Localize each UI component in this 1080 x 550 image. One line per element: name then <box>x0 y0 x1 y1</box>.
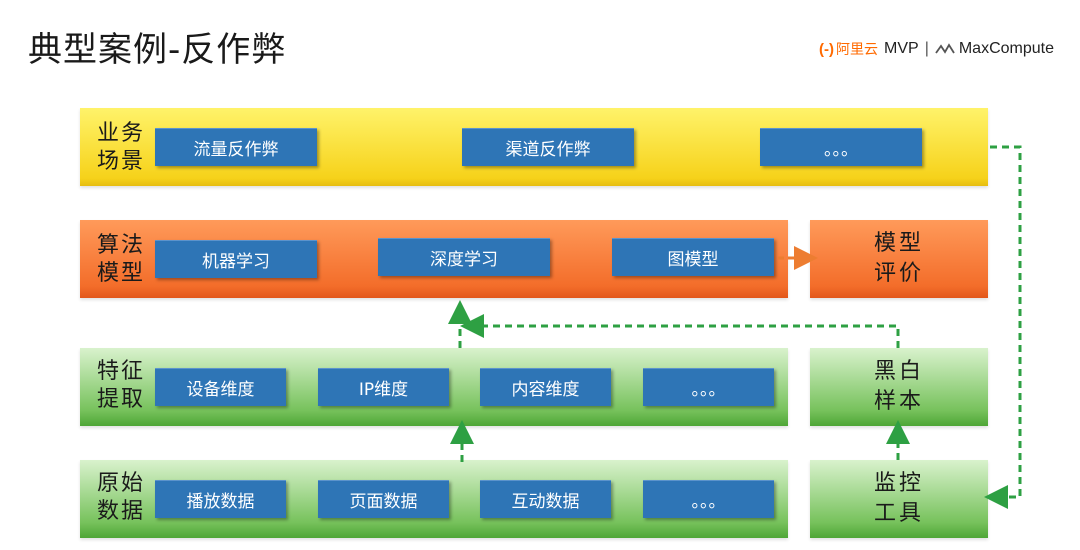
feature-more-box: 。。。 <box>643 368 774 406</box>
arrow-business-to-monitor <box>984 145 1022 509</box>
brand-separator: | <box>924 40 929 57</box>
aliyun-logo-icon: (-) <box>819 40 835 58</box>
machine-learning-box: 机器学习 <box>155 240 317 278</box>
black-white-samples-box: 黑白 样本 <box>810 348 988 426</box>
algorithm-models-label: 算法 模型 <box>97 233 146 286</box>
playback-data-box: 播放数据 <box>155 480 286 518</box>
raw-more-box: 。。。 <box>643 480 774 518</box>
brand-product: MaxCompute <box>958 40 1054 57</box>
brand-mvp: MVP <box>884 40 919 57</box>
maxcompute-icon <box>935 42 955 56</box>
monitoring-tools-box: 监控 工具 <box>810 460 988 538</box>
content-dimension-box: 内容维度 <box>480 368 611 406</box>
ip-dimension-box: IP维度 <box>318 368 449 406</box>
business-scenarios-label: 业务 场景 <box>97 121 146 174</box>
feature-extraction-label: 特征 提取 <box>97 359 146 412</box>
page-title: 典型案例-反作弊 <box>28 30 287 70</box>
arrow-samples-to-algorithm <box>460 314 900 348</box>
traffic-anti-fraud-box: 流量反作弊 <box>155 128 317 166</box>
model-evaluation-box: 模型 评价 <box>810 220 988 298</box>
brand-aliyun: 阿里云 <box>836 41 879 57</box>
device-dimension-box: 设备维度 <box>155 368 286 406</box>
interaction-data-box: 互动数据 <box>480 480 611 518</box>
graph-model-box: 图模型 <box>612 238 774 276</box>
channel-anti-fraud-box: 渠道反作弊 <box>462 128 634 166</box>
deep-learning-box: 深度学习 <box>378 238 550 276</box>
brand-logo: (-) 阿里云 MVP | MaxCompute <box>819 38 1054 60</box>
raw-data-label: 原始 数据 <box>97 471 146 524</box>
page-data-box: 页面数据 <box>318 480 449 518</box>
business-more-box: 。。。 <box>760 128 922 166</box>
